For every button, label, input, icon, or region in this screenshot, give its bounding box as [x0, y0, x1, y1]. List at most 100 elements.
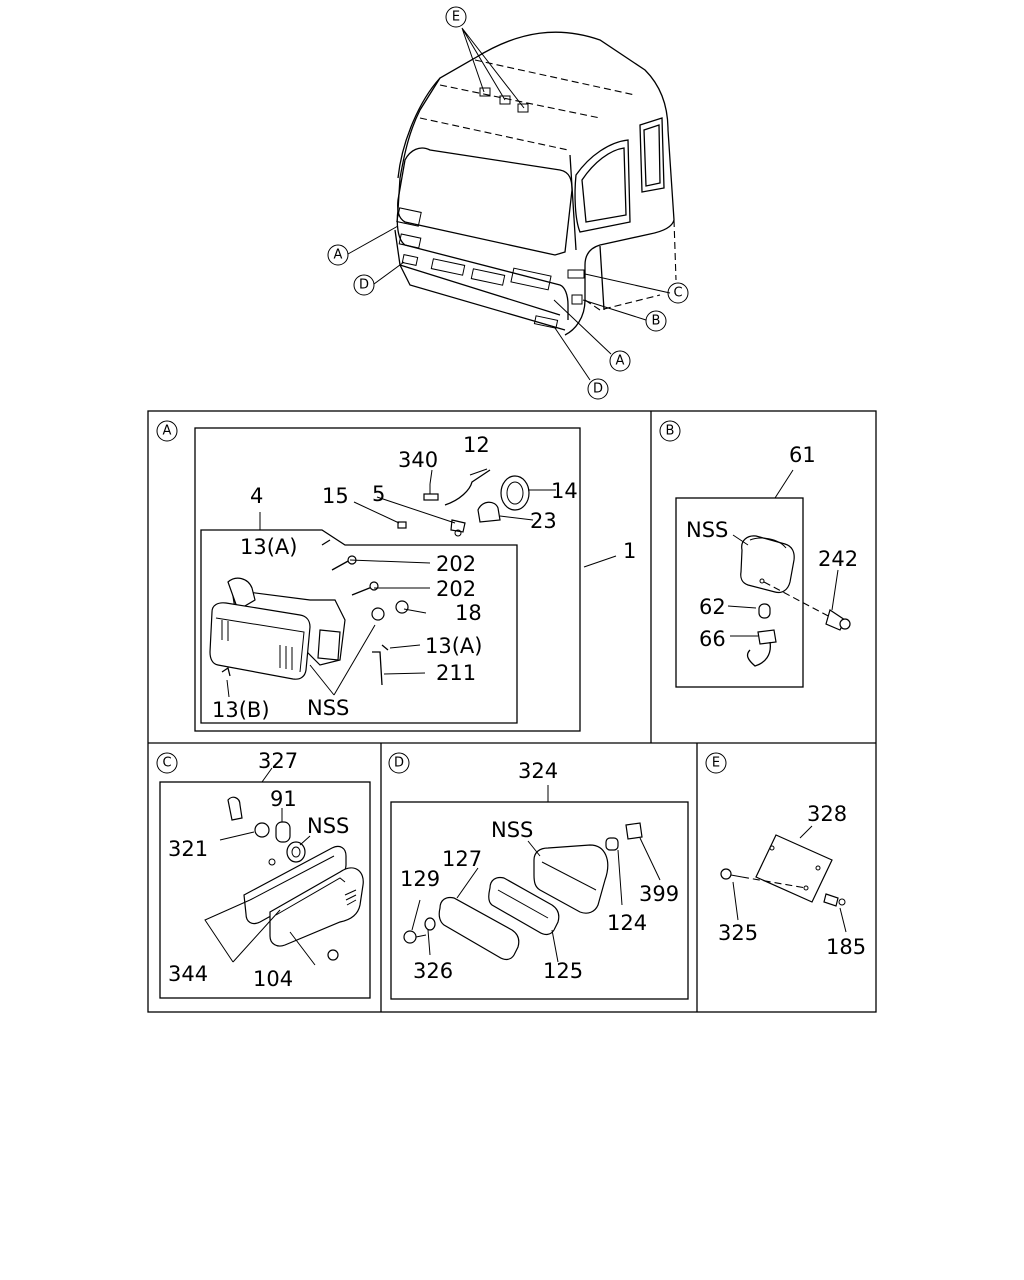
harness-12	[444, 469, 491, 506]
socket-23	[477, 501, 501, 523]
label-18: 18	[455, 601, 482, 625]
label-125: 125	[543, 959, 583, 983]
label-202-b: 202	[436, 577, 476, 601]
label-13b: 13(B)	[212, 698, 270, 722]
label-104: 104	[253, 967, 293, 991]
panel-e-letter: E	[705, 752, 727, 774]
label-124: 124	[607, 911, 647, 935]
label-14: 14	[551, 479, 578, 503]
label-340: 340	[398, 448, 438, 472]
bulb-62	[758, 603, 771, 619]
svg-text:A: A	[616, 354, 625, 369]
label-15: 15	[322, 484, 349, 508]
label-321: 321	[168, 837, 208, 861]
screw-18	[395, 600, 409, 614]
clip-13a-top	[321, 539, 331, 546]
callout-b-right: B	[645, 310, 667, 332]
label-129: 129	[400, 867, 440, 891]
label-62: 62	[699, 595, 726, 619]
overview-callouts: E A D C B A D	[327, 6, 689, 400]
bolt-340	[423, 484, 439, 501]
svg-text:A: A	[163, 424, 172, 439]
label-nss-a: NSS	[307, 696, 349, 720]
label-nss-b: NSS	[686, 518, 728, 542]
panel-a: A 340 12 4 15 5	[156, 420, 636, 732]
label-327: 327	[258, 749, 298, 773]
svg-text:B: B	[666, 424, 675, 439]
gasket-nss	[286, 841, 306, 863]
screw-104	[327, 949, 339, 961]
socket-399	[625, 822, 643, 840]
rod-211	[372, 651, 383, 686]
panel-frames	[147, 410, 877, 1013]
panel-e: E 328 325 185	[705, 752, 866, 959]
callout-d-right: D	[587, 378, 609, 400]
label-127: 127	[442, 847, 482, 871]
label-5: 5	[372, 482, 385, 506]
label-326: 326	[413, 959, 453, 983]
svg-text:C: C	[673, 286, 682, 301]
svg-text:E: E	[712, 756, 720, 771]
callout-a-left: A	[327, 244, 349, 266]
socket-66	[746, 629, 777, 667]
label-13a-mid: 13(A)	[425, 634, 482, 658]
svg-text:D: D	[593, 382, 603, 397]
side-lamp-drawing	[740, 535, 795, 594]
overview-leaders	[347, 27, 671, 381]
label-211: 211	[436, 661, 476, 685]
marker-lamp-drawing	[243, 845, 364, 947]
panel-d: D 324 NSS 127 129 399 124 326 125	[388, 752, 689, 1000]
label-325: 325	[718, 921, 758, 945]
label-399: 399	[639, 882, 679, 906]
callout-c-right: C	[667, 282, 689, 304]
clip-185	[823, 893, 846, 907]
panel-b: B 61 NSS 242 62 66	[659, 420, 858, 688]
label-nss-d: NSS	[491, 818, 533, 842]
screw-325	[720, 868, 743, 880]
clip-13a-mid	[381, 644, 389, 651]
label-91: 91	[270, 787, 297, 811]
label-1: 1	[623, 539, 636, 563]
screw-202-a	[331, 555, 357, 571]
screw-202-b	[351, 581, 379, 596]
bulb-91	[275, 821, 291, 843]
truck-cab-illustration	[394, 31, 677, 336]
label-23: 23	[530, 509, 557, 533]
panel-d-letter: D	[388, 752, 410, 774]
cap-14	[500, 475, 530, 511]
panel-b-letter: B	[659, 420, 681, 442]
panel-c-letter: C	[156, 752, 178, 774]
pin-15	[397, 521, 407, 529]
label-nss-c: NSS	[307, 814, 349, 838]
fog-lamp-box	[390, 801, 689, 1000]
headlamp-assembly-box	[194, 427, 581, 732]
label-13a-top: 13(A)	[240, 535, 297, 559]
screw-129	[403, 930, 427, 944]
label-328: 328	[807, 802, 847, 826]
screw-242	[825, 609, 851, 631]
label-66: 66	[699, 627, 726, 651]
callout-e-top: E	[445, 6, 467, 28]
svg-text:C: C	[162, 756, 171, 771]
headlamp-unit-box	[200, 529, 518, 724]
callout-d-left: D	[353, 274, 375, 296]
clip-13b	[221, 666, 231, 677]
label-185: 185	[826, 935, 866, 959]
headlamp-drawing	[209, 577, 346, 680]
label-242: 242	[818, 547, 858, 571]
clip-c	[268, 858, 276, 866]
svg-text:D: D	[359, 278, 369, 293]
svg-text:A: A	[334, 248, 343, 263]
marker-lamp-box	[159, 781, 371, 999]
label-12: 12	[463, 433, 490, 457]
svg-text:E: E	[452, 10, 460, 25]
label-202-a: 202	[436, 552, 476, 576]
label-61: 61	[789, 443, 816, 467]
roof-lamp-drawing	[755, 834, 833, 903]
panel-a-letter: A	[156, 420, 178, 442]
label-324: 324	[518, 759, 558, 783]
bulb-124	[605, 837, 619, 851]
socket-321	[227, 796, 270, 838]
side-lamp-box	[675, 497, 804, 688]
